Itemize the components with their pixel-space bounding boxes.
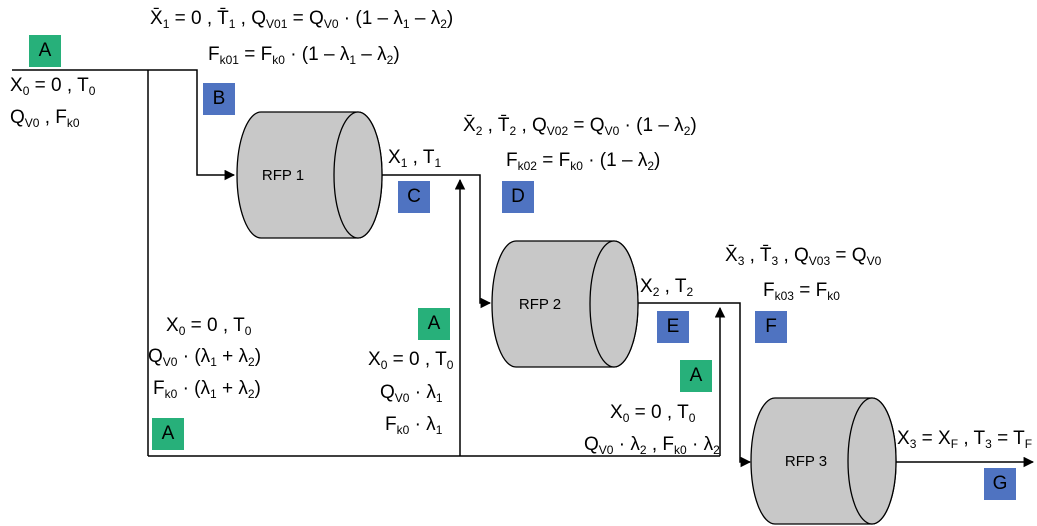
label-d: D (502, 181, 534, 213)
rfp3-label: RFP 3 (785, 453, 827, 470)
reactor-rfp3: RFP 3 (750, 397, 897, 525)
bypass2-line2: QV0 · λ2 , Fk0 · λ2 (584, 434, 720, 457)
rfp1-label: RFP 1 (262, 167, 304, 184)
bypass-main-line2: QV0 · (λ1 + λ2) (148, 346, 262, 369)
label-e: E (657, 311, 689, 343)
label-c: C (398, 181, 430, 213)
bypass-main-line3: Fk0 · (λ1 + λ2) (153, 378, 261, 401)
stream-d-line2: Fk02 = Fk0 · (1 – λ2) (506, 150, 661, 173)
label-f: F (755, 311, 787, 343)
bypass2-line1: X0 = 0 , T0 (610, 402, 696, 425)
label-a-feed: A (29, 35, 61, 67)
bypass1-line2: QV0 · λ1 (380, 382, 443, 405)
feed-line1: X0 = 0 , T0 (10, 75, 96, 98)
reactor-rfp2: RFP 2 (491, 240, 639, 368)
stream-b-line1: X̄1 = 0 , T̄1 , QV01 = QV0 · (1 – λ1 – λ… (150, 8, 454, 31)
reactor-rfp1: RFP 1 (236, 111, 383, 239)
flow-lines (12, 69, 1035, 468)
rfp2-to-rfp3-line (638, 302, 752, 468)
label-b: B (203, 83, 235, 115)
out2-label: X2 , T2 (640, 276, 694, 299)
label-a-bypass2: A (680, 360, 712, 392)
label-a-bypass1: A (418, 308, 450, 340)
stream-b-line2: Fk01 = Fk0 · (1 – λ1 – λ2) (208, 44, 400, 67)
feed-line2: QV0 , Fk0 (10, 107, 80, 130)
out3-label: X3 = XF , T3 = TF (897, 428, 1033, 451)
bypass1-line1: X0 = 0 , T0 (368, 349, 454, 372)
stream-f-line2: Fk03 = Fk0 (763, 280, 840, 303)
bypass-main-line1: X0 = 0 , T0 (166, 315, 252, 338)
bypass1-line3: Fk0 · λ1 (385, 414, 443, 437)
label-a-main: A (152, 418, 184, 450)
rfp2-label: RFP 2 (519, 296, 561, 313)
stream-d-line1: X̄2 , T̄2 , QV02 = QV0 · (1 – λ2) (463, 115, 697, 138)
rfp1-to-rfp2-line (382, 174, 492, 309)
label-g: G (984, 468, 1016, 500)
feed-to-rfp1-line (12, 69, 236, 181)
out1-label: X1 , T1 (388, 147, 442, 170)
stream-f-line1: X̄3 , T̄3 , QV03 = QV0 (725, 245, 882, 268)
